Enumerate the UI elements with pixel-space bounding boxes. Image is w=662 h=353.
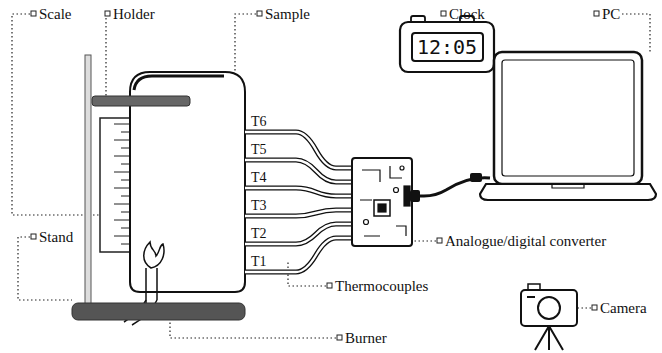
part-label: Thermocouples xyxy=(335,278,428,294)
usb-plug xyxy=(410,190,420,202)
part-label: Clock xyxy=(449,6,485,22)
part-label: Camera xyxy=(600,300,647,316)
leader-lines xyxy=(12,14,650,338)
part-label: T4 xyxy=(251,170,267,186)
part-label: T2 xyxy=(251,226,267,242)
camera-flash xyxy=(527,296,535,298)
part-label: Scale xyxy=(39,6,71,22)
camera-tripod xyxy=(535,326,563,350)
converter-board xyxy=(352,158,412,246)
thermocouple-wires xyxy=(245,132,352,272)
holder-bar xyxy=(92,96,190,106)
scale-ruler xyxy=(100,118,130,252)
display-text: 12:05 xyxy=(417,35,477,59)
camera-body xyxy=(521,290,577,326)
part-label: PC xyxy=(602,6,620,22)
stand-pole xyxy=(85,55,91,305)
part-label: T1 xyxy=(251,254,267,270)
part-label: Burner xyxy=(345,330,387,346)
clock-body xyxy=(400,22,494,72)
stand-base xyxy=(72,303,245,320)
part-label: T5 xyxy=(251,142,267,158)
camera-lens xyxy=(538,297,560,319)
part-label: T6 xyxy=(251,114,267,130)
part-label: T3 xyxy=(251,198,267,214)
laptop-screen xyxy=(494,52,642,184)
part-label: Stand xyxy=(39,229,73,245)
flame xyxy=(144,242,164,268)
laptop-display xyxy=(502,60,634,176)
scale-ticks xyxy=(114,124,130,244)
laptop-notch xyxy=(552,184,584,188)
part-label: Holder xyxy=(113,6,155,22)
board-traces xyxy=(360,166,410,236)
usb-plug xyxy=(470,173,482,182)
part-label: Analogue/digital converter xyxy=(445,233,606,249)
part-label: Sample xyxy=(265,6,310,22)
sample-edge xyxy=(134,76,224,90)
laptop-base xyxy=(480,184,656,200)
clock-display: 12:05 xyxy=(411,32,484,62)
